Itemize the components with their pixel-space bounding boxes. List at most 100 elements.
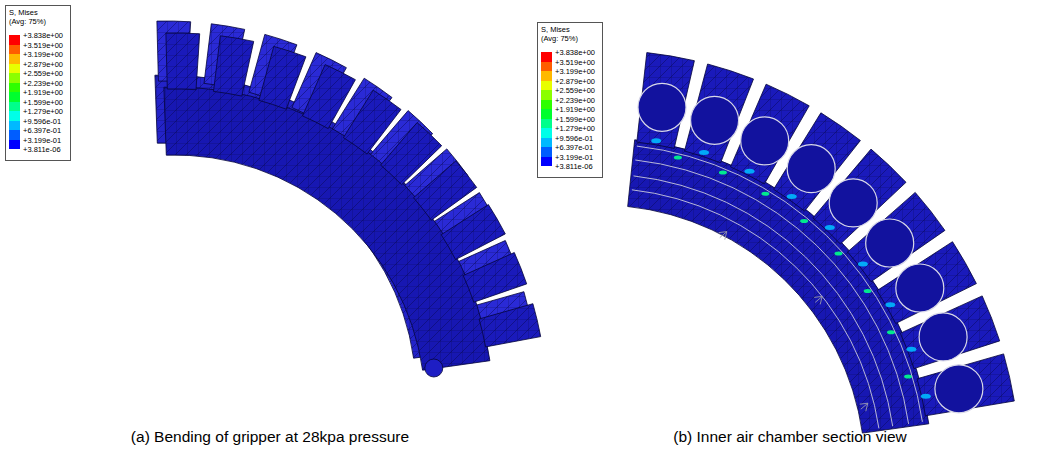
- tip-nub: [425, 359, 443, 377]
- fin: [343, 90, 401, 154]
- air-chamber: [741, 117, 789, 165]
- fin-mesh: [381, 123, 442, 185]
- air-chamber: [638, 83, 686, 131]
- stress-spot: [835, 252, 843, 256]
- legend-subtitle: (Avg: 75%): [9, 17, 46, 27]
- legend-value: +1.919e+00: [555, 105, 595, 115]
- fin-mesh: [414, 161, 477, 220]
- legend-swatch: [9, 73, 20, 83]
- legend-subtitle: (Avg: 75%): [541, 34, 578, 44]
- legend-swatch: [541, 90, 552, 100]
- legend-swatch: [541, 147, 552, 157]
- fin: [214, 36, 254, 96]
- air-chamber: [866, 219, 914, 267]
- legend-value: +1.599e+00: [23, 98, 63, 108]
- mesh-artifact: [814, 296, 822, 304]
- air-chamber: [787, 145, 835, 193]
- stress-spot: [904, 375, 912, 379]
- gripper-section: [628, 53, 1015, 434]
- legend-swatch: [541, 109, 552, 119]
- fin-mesh: [259, 46, 306, 109]
- air-chamber: [691, 96, 739, 144]
- legend-value: +2.559e+00: [555, 86, 595, 96]
- legend-value: +3.811e-06: [23, 145, 61, 155]
- legend-swatch: [541, 52, 552, 62]
- legend-swatch: [9, 64, 20, 74]
- legend-swatch: [541, 100, 552, 110]
- fin: [463, 253, 527, 303]
- legend-swatch: [541, 119, 552, 129]
- fin-mesh: [166, 33, 200, 90]
- fin: [166, 33, 200, 90]
- fin: [917, 354, 1014, 416]
- stress-spot: [699, 150, 709, 155]
- legend-value: +1.279e+00: [555, 124, 595, 134]
- legend-swatch: [9, 83, 20, 93]
- legend-value: +3.199e-01: [23, 136, 61, 146]
- fin-mesh: [463, 253, 527, 303]
- legend-title: S, Mises: [9, 8, 38, 18]
- fin: [303, 65, 356, 129]
- fin-mesh: [343, 90, 401, 154]
- fin-mesh: [303, 65, 356, 129]
- stress-spot: [761, 192, 769, 196]
- legend-value: +3.838e+00: [23, 31, 63, 41]
- fin: [259, 46, 306, 109]
- legend-value: +9.596e-01: [23, 117, 61, 127]
- subfigure-caption: (b) Inner air chamber section view: [673, 428, 906, 446]
- legend-value: +3.519e+00: [23, 41, 63, 51]
- legend-value: +3.519e+00: [555, 58, 595, 68]
- legend-value: +3.838e+00: [555, 48, 595, 58]
- layer-line: [634, 176, 893, 426]
- legend-swatch: [9, 111, 20, 121]
- fin-mesh: [441, 205, 505, 260]
- legend-swatch: [541, 81, 552, 91]
- stress-spot: [674, 156, 682, 160]
- stress-spot: [800, 219, 808, 223]
- legend-swatch: [9, 102, 20, 112]
- fin-mesh: [479, 304, 541, 347]
- legend-swatch: [9, 130, 20, 140]
- stress-spot: [858, 262, 868, 267]
- air-chamber: [935, 365, 983, 413]
- stress-spot: [651, 138, 661, 143]
- legend-value: +2.879e+00: [23, 60, 63, 70]
- legend-value: +1.919e+00: [23, 88, 63, 98]
- mesh-artifact: [860, 403, 868, 411]
- legend-value: +1.279e+00: [23, 107, 63, 117]
- legend-swatch: [9, 54, 20, 64]
- legend-value: +2.239e+00: [555, 96, 595, 106]
- fin-mesh: [637, 53, 695, 149]
- legend-value: +2.879e+00: [555, 77, 595, 87]
- legend-swatch: [541, 138, 552, 148]
- stress-spot: [906, 347, 916, 352]
- legend-swatch: [9, 45, 20, 55]
- legend-swatch: [9, 92, 20, 102]
- legend-swatch: [541, 71, 552, 81]
- legend-value: +3.811e-06: [555, 162, 593, 172]
- legend-value: +9.596e-01: [555, 134, 593, 144]
- legend-value: +3.199e-01: [555, 153, 593, 163]
- stress-spot: [864, 289, 872, 293]
- fin: [414, 161, 477, 220]
- stress-spot: [921, 394, 931, 399]
- stress-spot: [745, 169, 755, 174]
- fin: [381, 123, 442, 185]
- fin: [441, 205, 505, 260]
- fin-mesh: [214, 36, 254, 96]
- legend-value: +2.239e+00: [23, 79, 63, 89]
- stress-spot: [887, 330, 895, 334]
- stress-spot: [719, 170, 727, 174]
- fin: [900, 296, 999, 369]
- legend-value: +6.397e-01: [555, 143, 593, 153]
- fin-mesh: [900, 296, 999, 369]
- legend-swatch: [9, 121, 20, 131]
- layer-line: [637, 146, 923, 422]
- legend-swatch: [541, 157, 552, 167]
- legend-swatch: [541, 62, 552, 72]
- legend-swatch: [9, 35, 20, 45]
- air-chamber: [919, 313, 967, 361]
- legend-value: +3.199e+00: [555, 67, 595, 77]
- stress-spot: [787, 194, 797, 199]
